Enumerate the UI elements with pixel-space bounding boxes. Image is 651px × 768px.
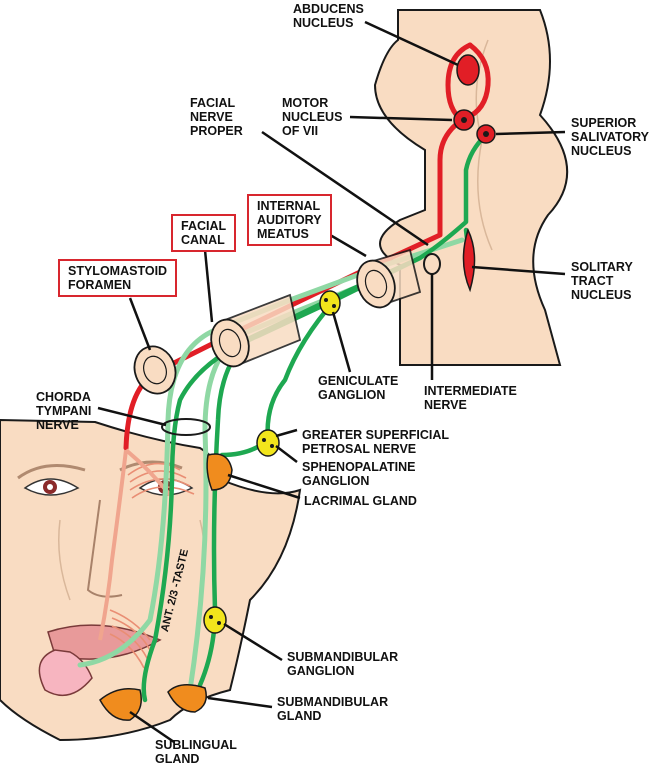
sphenopalatine-ganglion-marker xyxy=(256,429,280,457)
facial-canal-ring xyxy=(210,318,250,368)
superior-salivatory-nucleus-label: SUPERIOR SALIVATORY NUCLEUS xyxy=(571,116,650,158)
leader-lines xyxy=(97,20,566,744)
internal-auditory-meatus-label: INTERNAL AUDITORY MEATUS xyxy=(247,194,332,246)
facial-canal-label: FACIAL CANAL xyxy=(171,214,237,252)
canals xyxy=(133,248,422,436)
solitary-tract-nucleus-label: SOLITARY TRACT NUCLEUS xyxy=(571,260,633,302)
glands xyxy=(99,453,233,721)
tongue xyxy=(38,649,93,697)
geniculate-ganglion-label: GENICULATE GANGLION xyxy=(318,374,399,402)
sublingual-gland-label: SUBLINGUAL GLAND xyxy=(155,738,237,766)
nuclei xyxy=(423,54,496,293)
abducens-nucleus-label: ABDUCENS NUCLEUS xyxy=(293,2,364,30)
solitary-nucleus-marker xyxy=(462,227,476,293)
intermediate-nerve-label: INTERMEDIATE NERVE xyxy=(424,384,517,412)
face xyxy=(0,418,302,742)
stylomastoid-foramen-label: STYLOMASTOID FORAMEN xyxy=(58,259,178,297)
chorda-tympani-nerve-label: CHORDA TYMPANI NERVE xyxy=(36,390,92,432)
geniculate-ganglion-marker xyxy=(319,290,341,316)
internal-auditory-meatus-ring xyxy=(356,259,396,309)
submandibular-gland-label: SUBMANDIBULAR GLAND xyxy=(277,695,389,723)
ganglia xyxy=(203,290,341,634)
motor-nucleus-label: MOTOR NUCLEUS OF VII xyxy=(282,96,343,138)
chorda-tympani-ring xyxy=(161,418,211,436)
lacrimal-gland-shape xyxy=(206,453,233,491)
stylomastoid-foramen-ring xyxy=(133,345,177,395)
facial-nerve-proper-label: FACIAL NERVE PROPER xyxy=(190,96,243,138)
sphenopalatine-ganglion-label: SPHENOPALATINE GANGLION xyxy=(302,460,416,488)
lacrimal-gland-label: LACRIMAL GLAND xyxy=(304,494,417,508)
abducens-nucleus-marker xyxy=(456,54,480,86)
submandibular-ganglion-label: SUBMANDIBULAR GANGLION xyxy=(287,650,399,678)
submandibular-gland-shape xyxy=(167,684,207,713)
greater-superficial-petrosal-nerve-label: GREATER SUPERFICIAL PETROSAL NERVE xyxy=(302,428,449,456)
submandibular-ganglion-marker xyxy=(203,606,227,634)
